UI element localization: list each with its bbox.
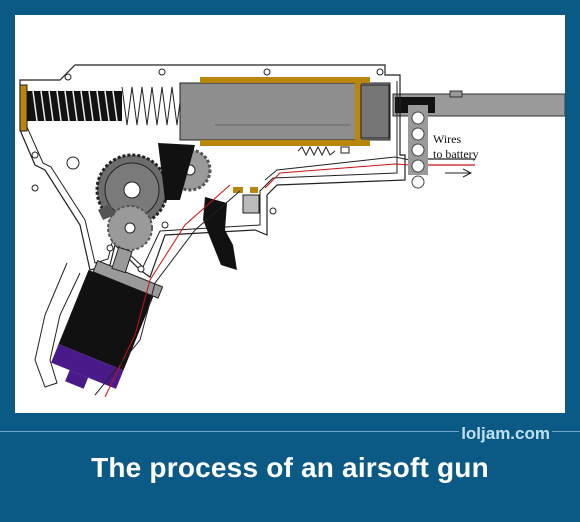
wire-connector-stack: [411, 111, 425, 189]
wires-label: Wires: [433, 132, 462, 146]
wire-red-motor: [104, 184, 231, 398]
trigger-switch: [242, 194, 260, 214]
barrel-ring: [449, 90, 463, 98]
barrel: [392, 93, 565, 117]
gearbox-shell: [19, 64, 406, 278]
gearbox-diagram: [19, 64, 565, 398]
tappet-tab: [340, 146, 350, 154]
cylinder-head-band: [355, 83, 361, 140]
switch-contact-right: [250, 187, 258, 193]
site-watermark: loljam.com: [459, 424, 552, 444]
cylinder-top-strip: [200, 77, 370, 83]
tappet-spring: [297, 145, 336, 157]
screws: [31, 68, 384, 273]
wire-black-motor: [94, 190, 241, 396]
caption-title: The process of an airsoft gun: [91, 452, 489, 483]
bevel-gear: [107, 205, 153, 251]
motor-grip: [34, 262, 81, 388]
cam-lever: [158, 143, 195, 200]
switch-contact-left: [233, 187, 243, 193]
pinion: [111, 246, 133, 274]
footer-divider: [0, 431, 580, 432]
diagram-panel: Wires to battery: [15, 15, 565, 413]
cylinder-head: [360, 84, 390, 139]
spring-coils-dark: [32, 90, 118, 122]
mount-hole: [66, 156, 80, 170]
wire-black-top: [264, 156, 416, 181]
motor: [51, 260, 164, 389]
wire-red-top: [264, 163, 411, 189]
spring-guide-plate: [19, 84, 28, 132]
battery-label: to battery: [433, 147, 479, 161]
anti-reversal-latch: [98, 203, 115, 220]
spring: [121, 86, 183, 126]
cylinder-bottom-strip: [200, 140, 370, 146]
arrow-head-icon: [462, 168, 473, 178]
